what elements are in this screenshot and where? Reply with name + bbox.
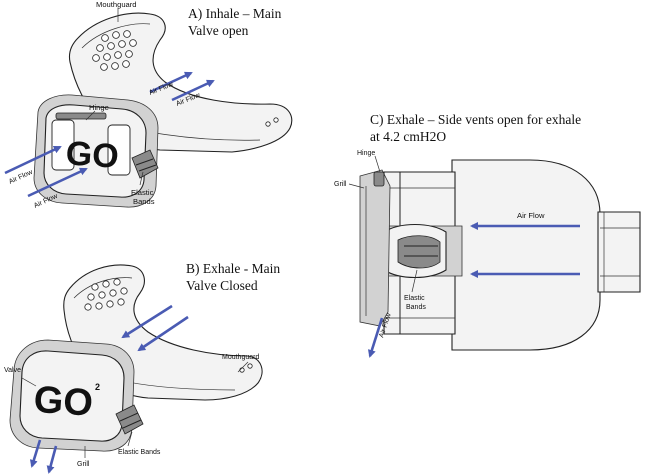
panel-b-mouthguard-label: Mouthguard [222,354,259,361]
panel-b-elastic-bands [115,404,144,435]
panel-a: GO Mouthguard Hinge Air Flow Air Flow Ai… [4,0,293,210]
caption-a-line1: A) Inhale – Main [188,6,282,21]
panel-b-airflow-arrow [137,315,189,352]
panel-a-airflow-arrow [171,79,215,102]
panel-b-grill-label: Grill [77,461,90,468]
panel-a-elastic-label: Bands [133,197,155,206]
panel-c-airflow-arrow [367,317,384,358]
panel-a-airflow-arrow [4,145,62,175]
panel-c-elastic-label: Bands [406,304,426,311]
panel-a-hinge-label: Hinge [89,103,109,112]
panel-c-airflow-label: Air Flow [517,211,545,220]
panel-c-elastic-bands [397,235,441,269]
panel-c-hinge-label: Hinge [357,150,375,157]
panel-a-airflow-arrow [27,167,88,198]
panel-b: GO 2 Mouthguard Valve Grill Elastic Band… [4,264,263,474]
caption-c-line2: at 4.2 cmH2O [370,129,446,144]
panel-c-grill-label: Grill [334,181,347,188]
panel-c-elastic-label: Elastic [404,295,425,302]
caption-b-line2: Valve Closed [186,278,258,293]
panel-b-airflow-arrow [29,439,42,468]
panel-b-bite-holes [84,278,253,373]
panel-c: Hinge Grill Air Flow Air Flow Elastic Ba… [334,150,641,358]
caption-b-line1: B) Exhale - Main [186,261,280,276]
panel-c-rear-body [451,159,601,351]
panel-a-go-logo: GO [65,134,120,176]
panel-b-go-logo-superscript: 2 [95,382,100,392]
caption-a-line2: Valve open [188,23,249,38]
panel-a-mouthguard-label: Mouthguard [96,0,137,9]
panel-c-grill-flap [359,169,391,327]
caption-c-line1: C) Exhale – Side vents open for exhale [370,112,581,127]
panel-a-airflow-arrow [149,71,193,94]
panel-a-elastic-bands [131,149,159,179]
panel-c-stem [597,211,641,293]
panel-c-hinge [373,171,385,187]
panel-b-valve-label: Valve [4,367,21,374]
panel-b-go-logo: GO [32,379,94,425]
panel-a-bite-holes [92,30,279,127]
panel-b-elastic-label: Elastic Bands [118,449,161,456]
panel-a-elastic-label: Elastic [131,188,154,197]
panel-b-airflow-arrow [121,304,173,339]
panel-b-airflow-arrow [46,445,58,474]
